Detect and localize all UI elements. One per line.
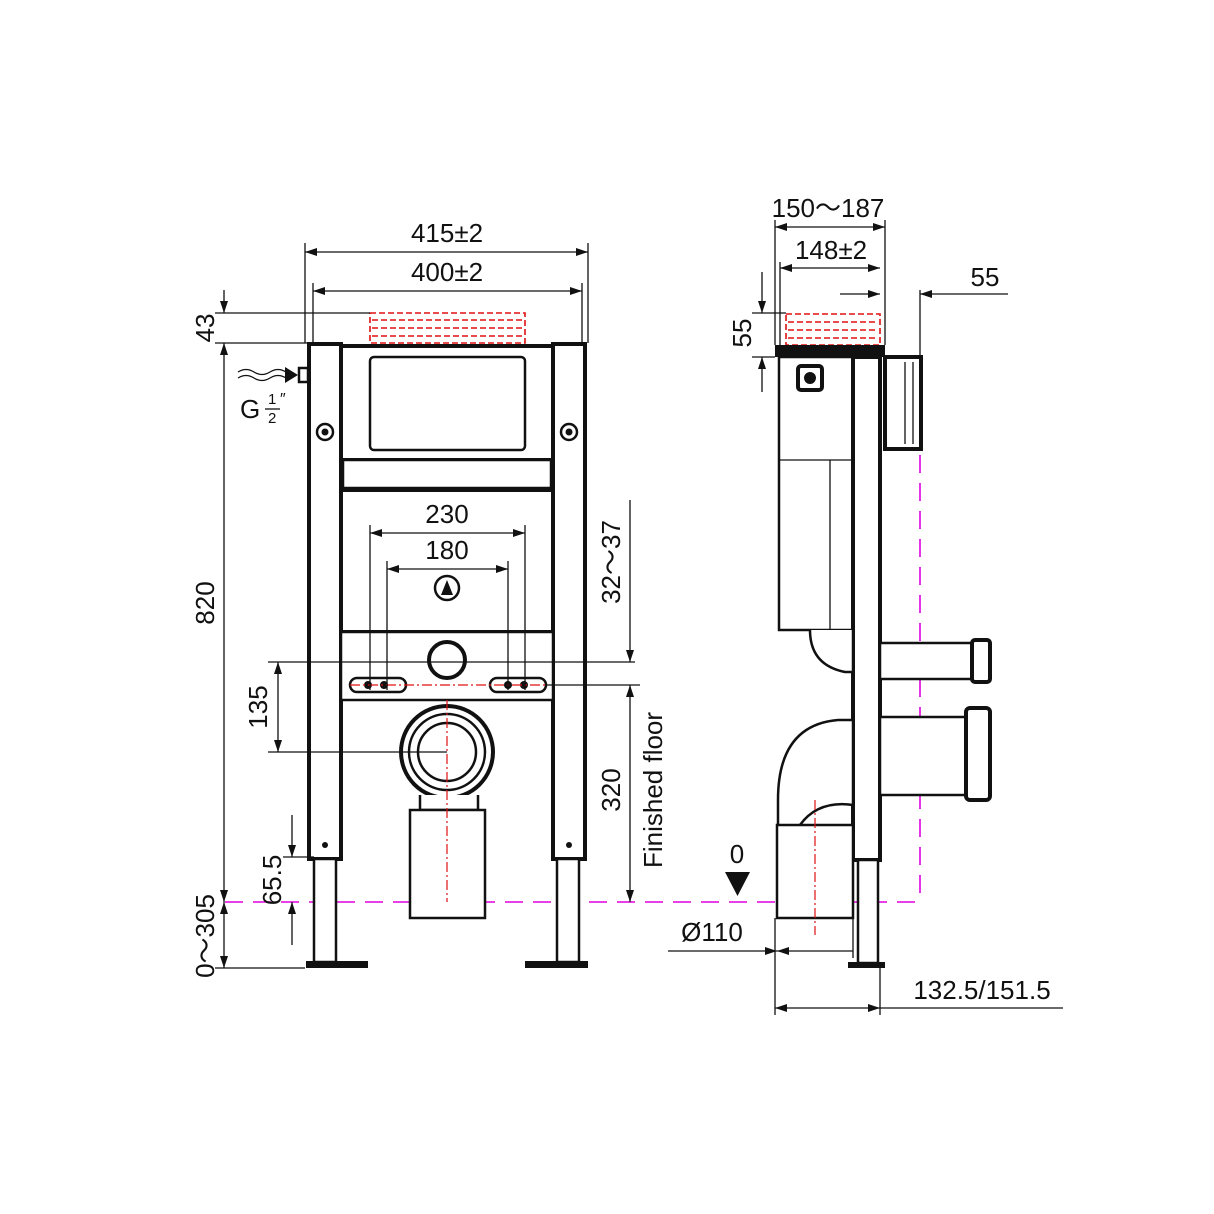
finished-floor-label: Finished floor [638,712,668,868]
dim-415: 415±2 [411,218,483,248]
leg-side [856,858,880,965]
dim-132-5-151-5: 132.5/151.5 [913,975,1050,1005]
dim-148: 148±2 [795,235,867,265]
dim-43: 43 [190,314,220,343]
dim-65-5: 65.5 [257,855,287,906]
dim-180: 180 [425,535,468,565]
dim-820: 820 [190,581,220,624]
dim-400: 400±2 [411,257,483,287]
dim-32-37: 32～37 [596,520,626,604]
waste-pipe-side [878,715,970,797]
dim-230: 230 [425,499,468,529]
inlet-den: 2 [268,410,276,427]
frame-post-side [851,355,882,862]
inlet-suffix: ″ [280,391,286,408]
top-plate-side [775,345,885,357]
side-view: 150～187 148±2 55 55 0 Ø110 132.5/151.5 [668,193,1063,1015]
inlet-prefix: G [240,394,260,424]
left-foot [306,961,368,968]
dim-55-top: 55 [727,319,757,348]
floor-level-marker-icon [725,872,750,896]
right-foot [525,961,588,968]
left-leg [312,857,338,964]
dim-0-305: 0～305 [190,894,220,978]
floor-zero-label: 0 [730,839,744,869]
inlet-num: 1 [268,391,276,408]
left-post [307,342,343,861]
front-view: G 1 2 ″ 415±2 400±2 43 820 0～305 65.5 13… [190,218,668,978]
actuator-opening [368,355,527,452]
flange-side [883,355,923,451]
dim-150-187: 150～187 [772,193,885,223]
cistern-body-side [777,355,855,632]
dim-320: 320 [596,768,626,811]
right-leg [555,857,581,964]
right-post [551,342,587,861]
supply-opening [427,640,467,680]
dim-diameter-110: Ø110 [681,917,743,947]
dim-55-flange: 55 [971,262,1000,292]
dim-135: 135 [243,685,273,728]
supply-pipe-side [878,641,974,681]
cistern-outline [369,312,526,344]
